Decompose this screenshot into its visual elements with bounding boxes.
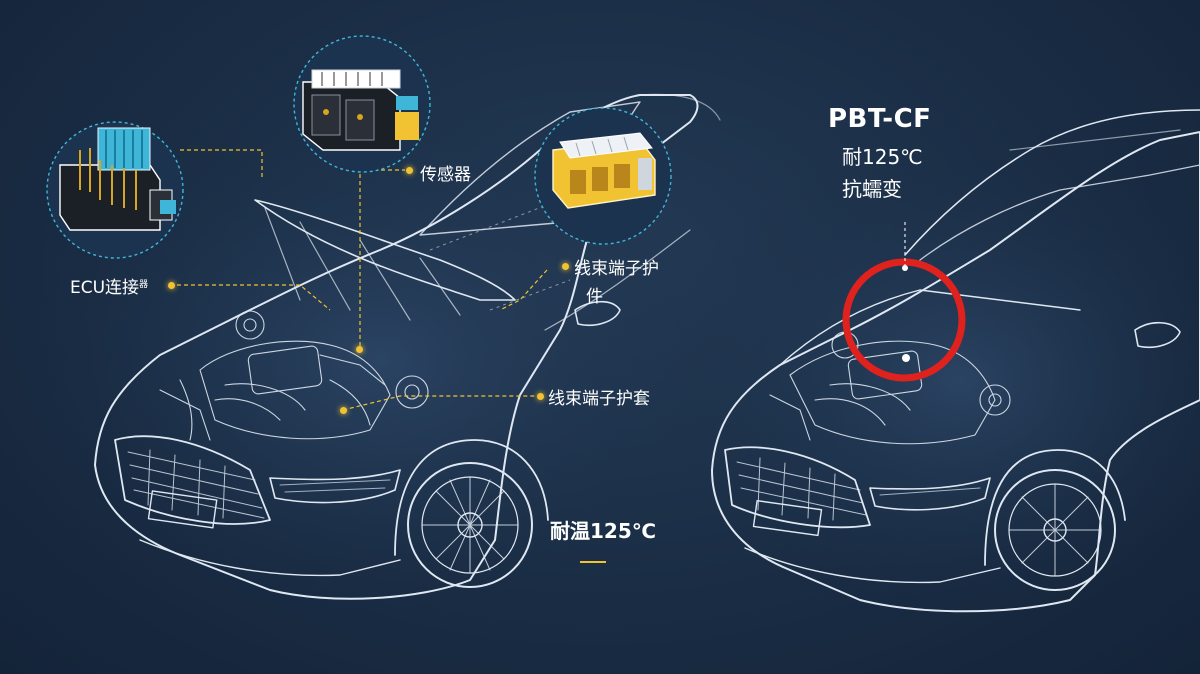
harness-sleeve-dot (537, 393, 544, 400)
ecu-label-suffix: 器 (139, 280, 149, 290)
leader-lines (170, 149, 548, 411)
ecu-label-text: ECU连接 (70, 278, 140, 298)
ecu-label: ECU连接器 (70, 274, 148, 299)
harness-sleeve-anchor-dot (340, 407, 347, 414)
sensor-anchor-dot (356, 346, 363, 353)
harness-terminal-callout (534, 107, 672, 245)
harness-terminal-icon (552, 132, 656, 209)
sensor-dot (406, 167, 413, 174)
material-creep-resistance: 抗蠕变 (842, 177, 902, 201)
sensor-label: 传感器 (420, 165, 471, 185)
harness-sleeve-label: 线束端子护套 (548, 389, 650, 409)
harness-label-line2: 件 (586, 287, 603, 307)
sensor-connector-icon (302, 69, 419, 151)
ecu-dot (168, 282, 175, 289)
ecu-connector-icon (59, 127, 176, 231)
right-car-wireframe (711, 109, 1200, 613)
harness-label-line1: 线束端子护 (574, 259, 659, 279)
highlight-ring (842, 258, 966, 382)
ecu-connector-callout (46, 121, 184, 259)
left-car-wireframe (94, 93, 721, 600)
material-heat-resistance: 耐125℃ (842, 145, 923, 169)
temperature-label: 耐温125℃ (550, 519, 656, 543)
material-name: PBT-CF (828, 104, 932, 134)
harness-dot (562, 263, 569, 270)
sensor-connector-callout (293, 35, 431, 173)
